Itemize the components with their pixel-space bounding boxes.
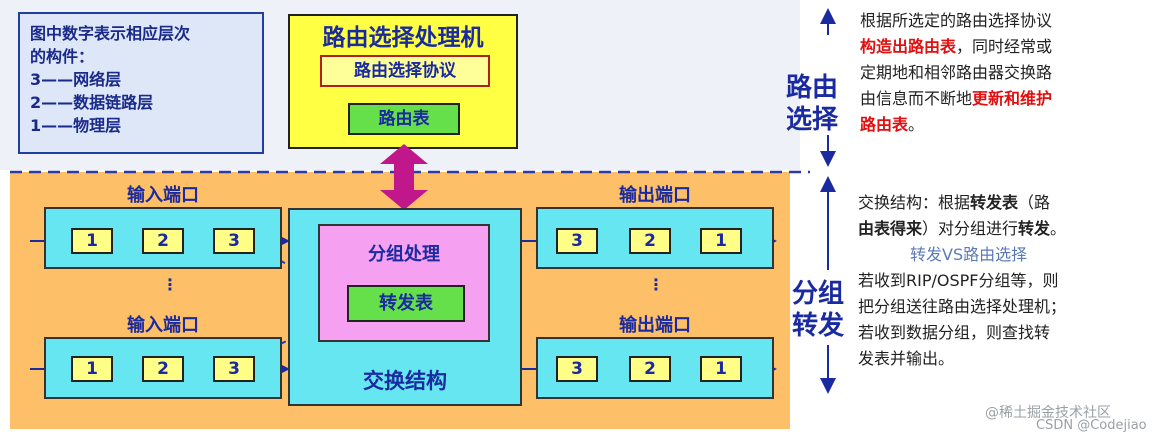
output-bottom-layer-cell: 1 (700, 356, 742, 382)
output-bottom-layer-cell: 3 (556, 356, 598, 382)
routing-description: 根据所选定的路由选择协议 构造出路由表，同时经常或 定期地和相邻路由器交换路 由… (860, 8, 1150, 138)
output-top-layer-cell: 1 (700, 228, 742, 254)
desc-line: 构造出路由表，同时经常或 (860, 34, 1150, 60)
output-top-layer-cell: 2 (629, 228, 671, 254)
desc-line: 由信息而不断地更新和维护 (860, 86, 1150, 112)
input-port-title: 输入端口 (127, 185, 199, 206)
watermark-line: @稀土掘金技术社区 (985, 405, 1111, 421)
desc-text: 交换结构：根据 (858, 193, 971, 212)
input-top-layer-cell: 2 (142, 228, 184, 254)
desc-line: 由表得来）对分组进行转发。 (858, 216, 1153, 242)
desc-line: 若收到RIP/OSPF分组等，则 (858, 271, 1059, 290)
legend-line: 1——物理层 (30, 116, 122, 135)
packet-processing-box (318, 224, 490, 342)
legend-line: 图中数字表示相应层次 (30, 24, 191, 43)
desc-line: 发表并输出。 (858, 349, 955, 368)
forwarding-label: 分组 转发 (788, 278, 848, 342)
desc-line: 若收到数据分组，则查找转 (858, 323, 1051, 342)
routing-processor-title: 路由选择处理机 (322, 25, 484, 51)
legend-line: 2——数据链路层 (30, 93, 154, 112)
legend-line: 3——网络层 (30, 70, 122, 89)
output-top-layer-cell: 3 (556, 228, 598, 254)
input-port-title: 输入端口 (127, 315, 199, 336)
highlight-text: 路由表 (860, 115, 909, 134)
output-bottom-layer-cell: 2 (629, 356, 671, 382)
routing-forwarding-double-arrow (380, 144, 428, 210)
desc-line: 根据所选定的路由选择协议 (860, 11, 1053, 30)
input-bottom-layer-cell: 1 (71, 356, 113, 382)
switch-fabric-label: 交换结构 (363, 369, 447, 393)
routing-table-box: 路由表 (348, 103, 460, 135)
forwarding-label-line: 转发 (791, 311, 844, 341)
desc-text: ，同时经常或 (956, 37, 1053, 56)
routing-label: 路由 选择 (782, 72, 842, 136)
desc-text: ）对分组进行 (922, 219, 1019, 238)
routing-label-line: 路由 (785, 73, 838, 103)
bold-text: 由表得来 (858, 219, 923, 238)
input-top-layer-cell: 1 (71, 228, 113, 254)
legend-line: 的构件： (30, 47, 95, 66)
input-bottom-layer-cell: 2 (142, 356, 184, 382)
desc-line: 交换结构：根据转发表（路 (858, 190, 1153, 216)
output-port-title: 输出端口 (619, 315, 691, 336)
desc-line: 定期地和相邻路由器交换路 (860, 63, 1053, 82)
forwarding-description: 交换结构：根据转发表（路 由表得来）对分组进行转发。 转发VS路由选择 若收到R… (858, 190, 1153, 372)
forwarding-table-box: 转发表 (347, 285, 465, 322)
input-top-layer-cell: 3 (213, 228, 255, 254)
forwarding-vs-routing-subtitle: 转发VS路由选择 (910, 245, 1028, 264)
output-port-title: 输出端口 (619, 185, 691, 206)
desc-text: 。 (908, 115, 925, 134)
desc-text: （路 (1018, 193, 1051, 212)
desc-line: 把分组送往路由选择处理机； (858, 297, 1067, 316)
input-ellipsis: ⋮ (162, 275, 178, 294)
layer-legend: 图中数字表示相应层次 的构件： 3——网络层 2——数据链路层 1——物理层 (18, 12, 264, 154)
watermark-line: CSDN @Codejiao (1036, 418, 1147, 433)
highlight-text: 更新和维护 (972, 89, 1053, 108)
desc-text: 由信息而不断地 (860, 89, 973, 108)
bold-text: 转发 (1018, 219, 1051, 238)
routing-label-line: 选择 (785, 105, 838, 135)
highlight-text: 构造出路由表 (860, 37, 957, 56)
forwarding-label-line: 分组 (791, 279, 844, 309)
desc-text: 。 (1050, 219, 1067, 238)
input-bottom-layer-cell: 3 (213, 356, 255, 382)
output-ellipsis: ⋮ (648, 275, 664, 294)
packet-processing-title: 分组处理 (368, 244, 440, 265)
routing-protocol-box: 路由选择协议 (320, 55, 490, 87)
bold-text: 转发表 (970, 193, 1019, 212)
desc-line: 路由表。 (860, 112, 1150, 138)
